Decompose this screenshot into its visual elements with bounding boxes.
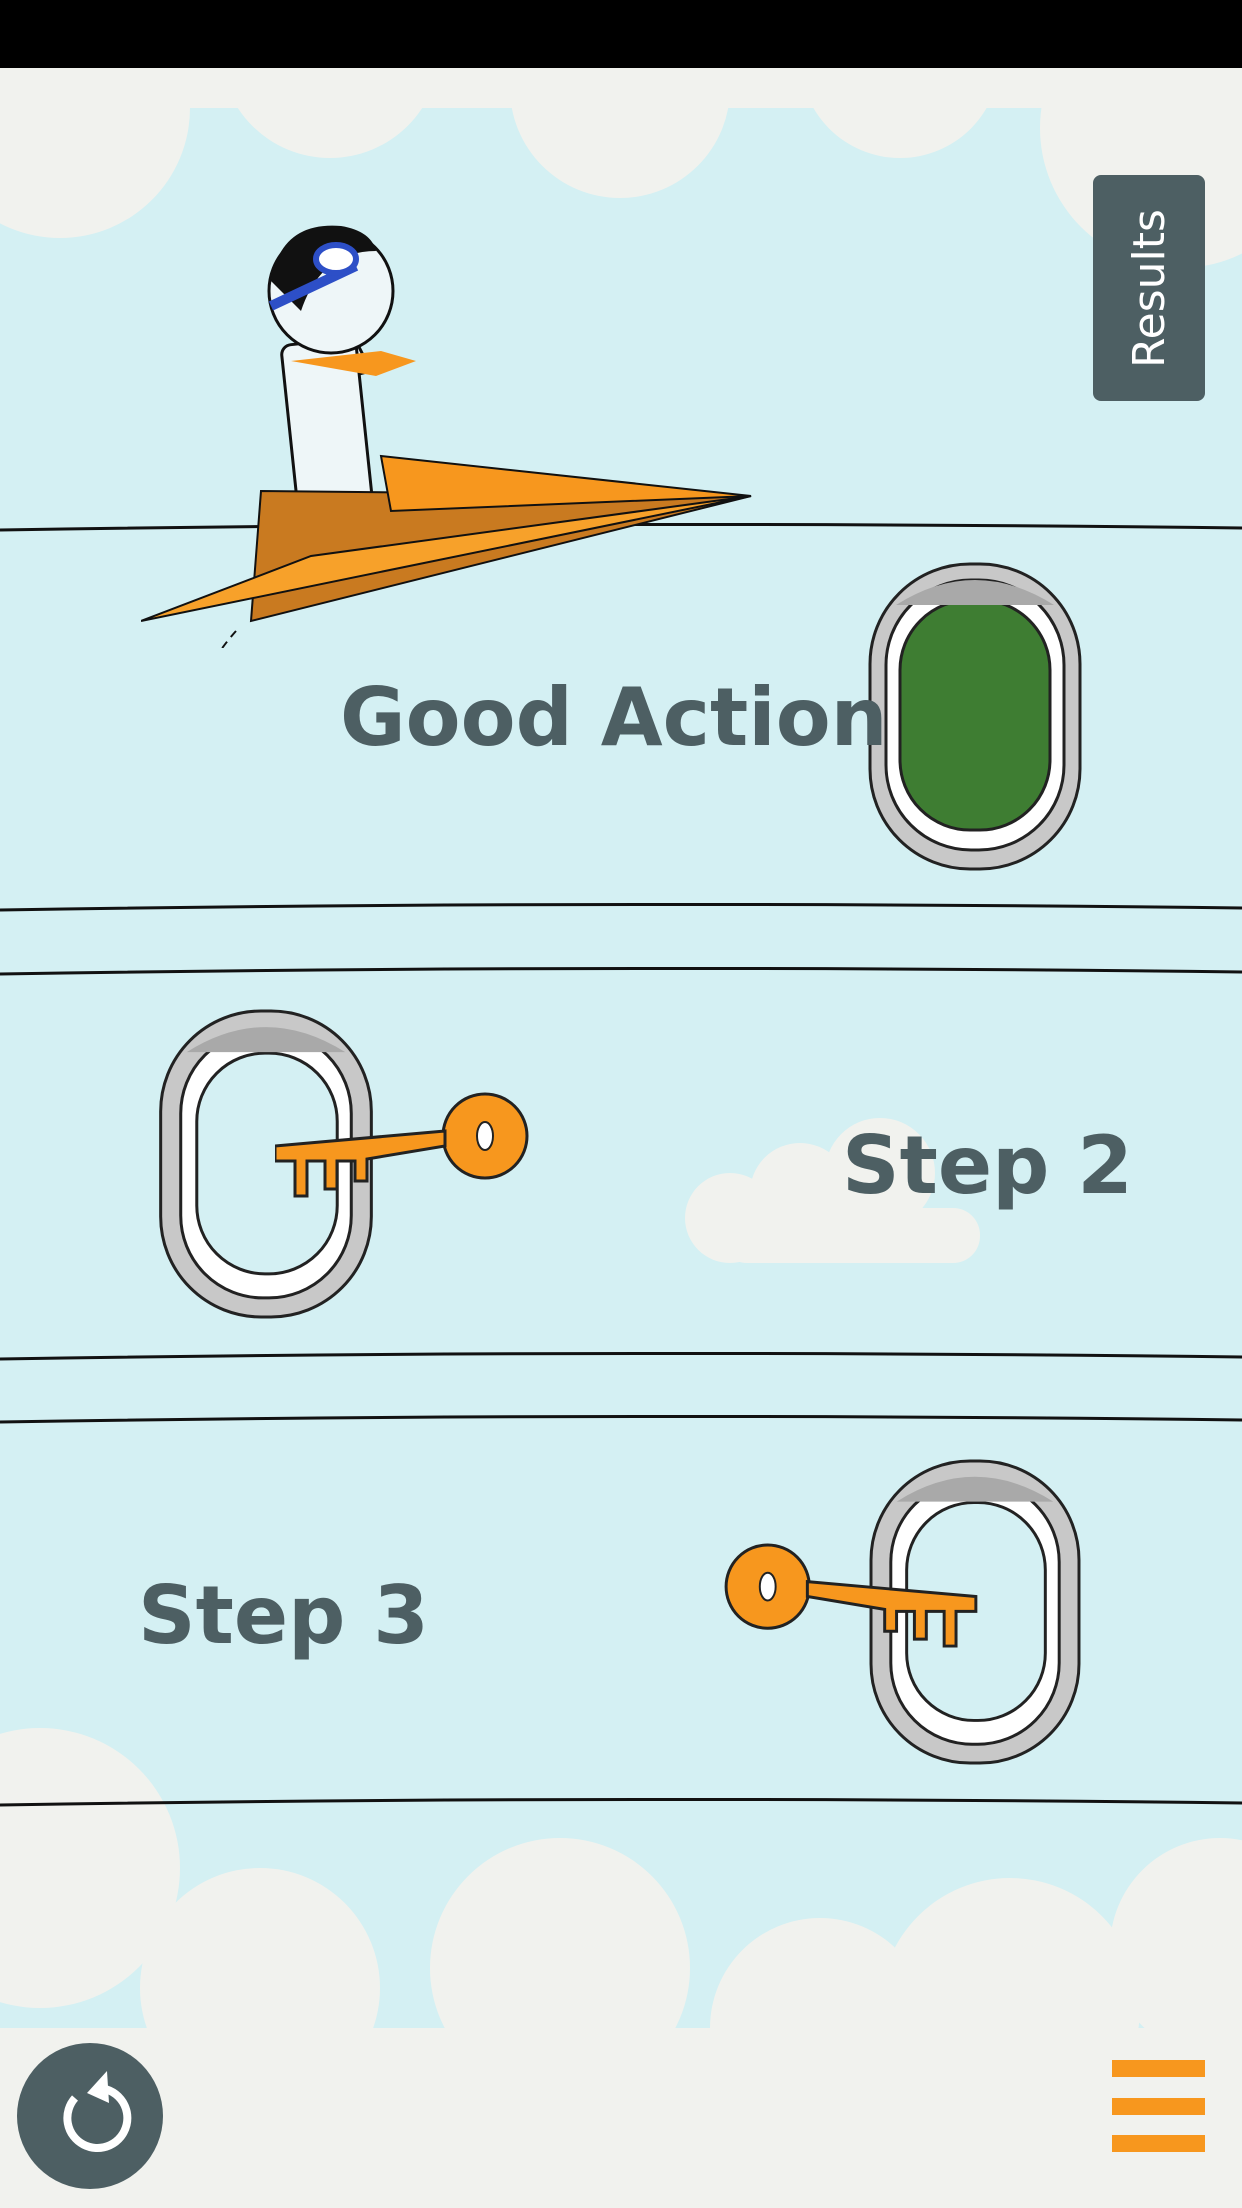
menu-bar xyxy=(1112,2098,1205,2115)
hamburger-menu-button[interactable] xyxy=(1112,2058,1205,2154)
refresh-icon xyxy=(63,2071,132,2152)
refresh-button[interactable] xyxy=(17,2043,163,2189)
key-icon[interactable] xyxy=(718,1542,979,1654)
results-button[interactable]: Results xyxy=(1093,175,1205,401)
menu-bar xyxy=(1112,2135,1205,2152)
step-label-good-action: Good Action xyxy=(340,671,888,764)
key-icon[interactable] xyxy=(275,1091,532,1204)
airplane-window-icon xyxy=(868,562,1082,871)
menu-bar xyxy=(1112,2060,1205,2077)
step-label-step-2: Step 2 xyxy=(842,1119,1133,1212)
status-bar xyxy=(0,0,1242,68)
results-button-label: Results xyxy=(1123,208,1175,368)
step-label-step-3: Step 3 xyxy=(138,1569,429,1662)
paper-plane-pilot-illustration xyxy=(141,225,752,648)
